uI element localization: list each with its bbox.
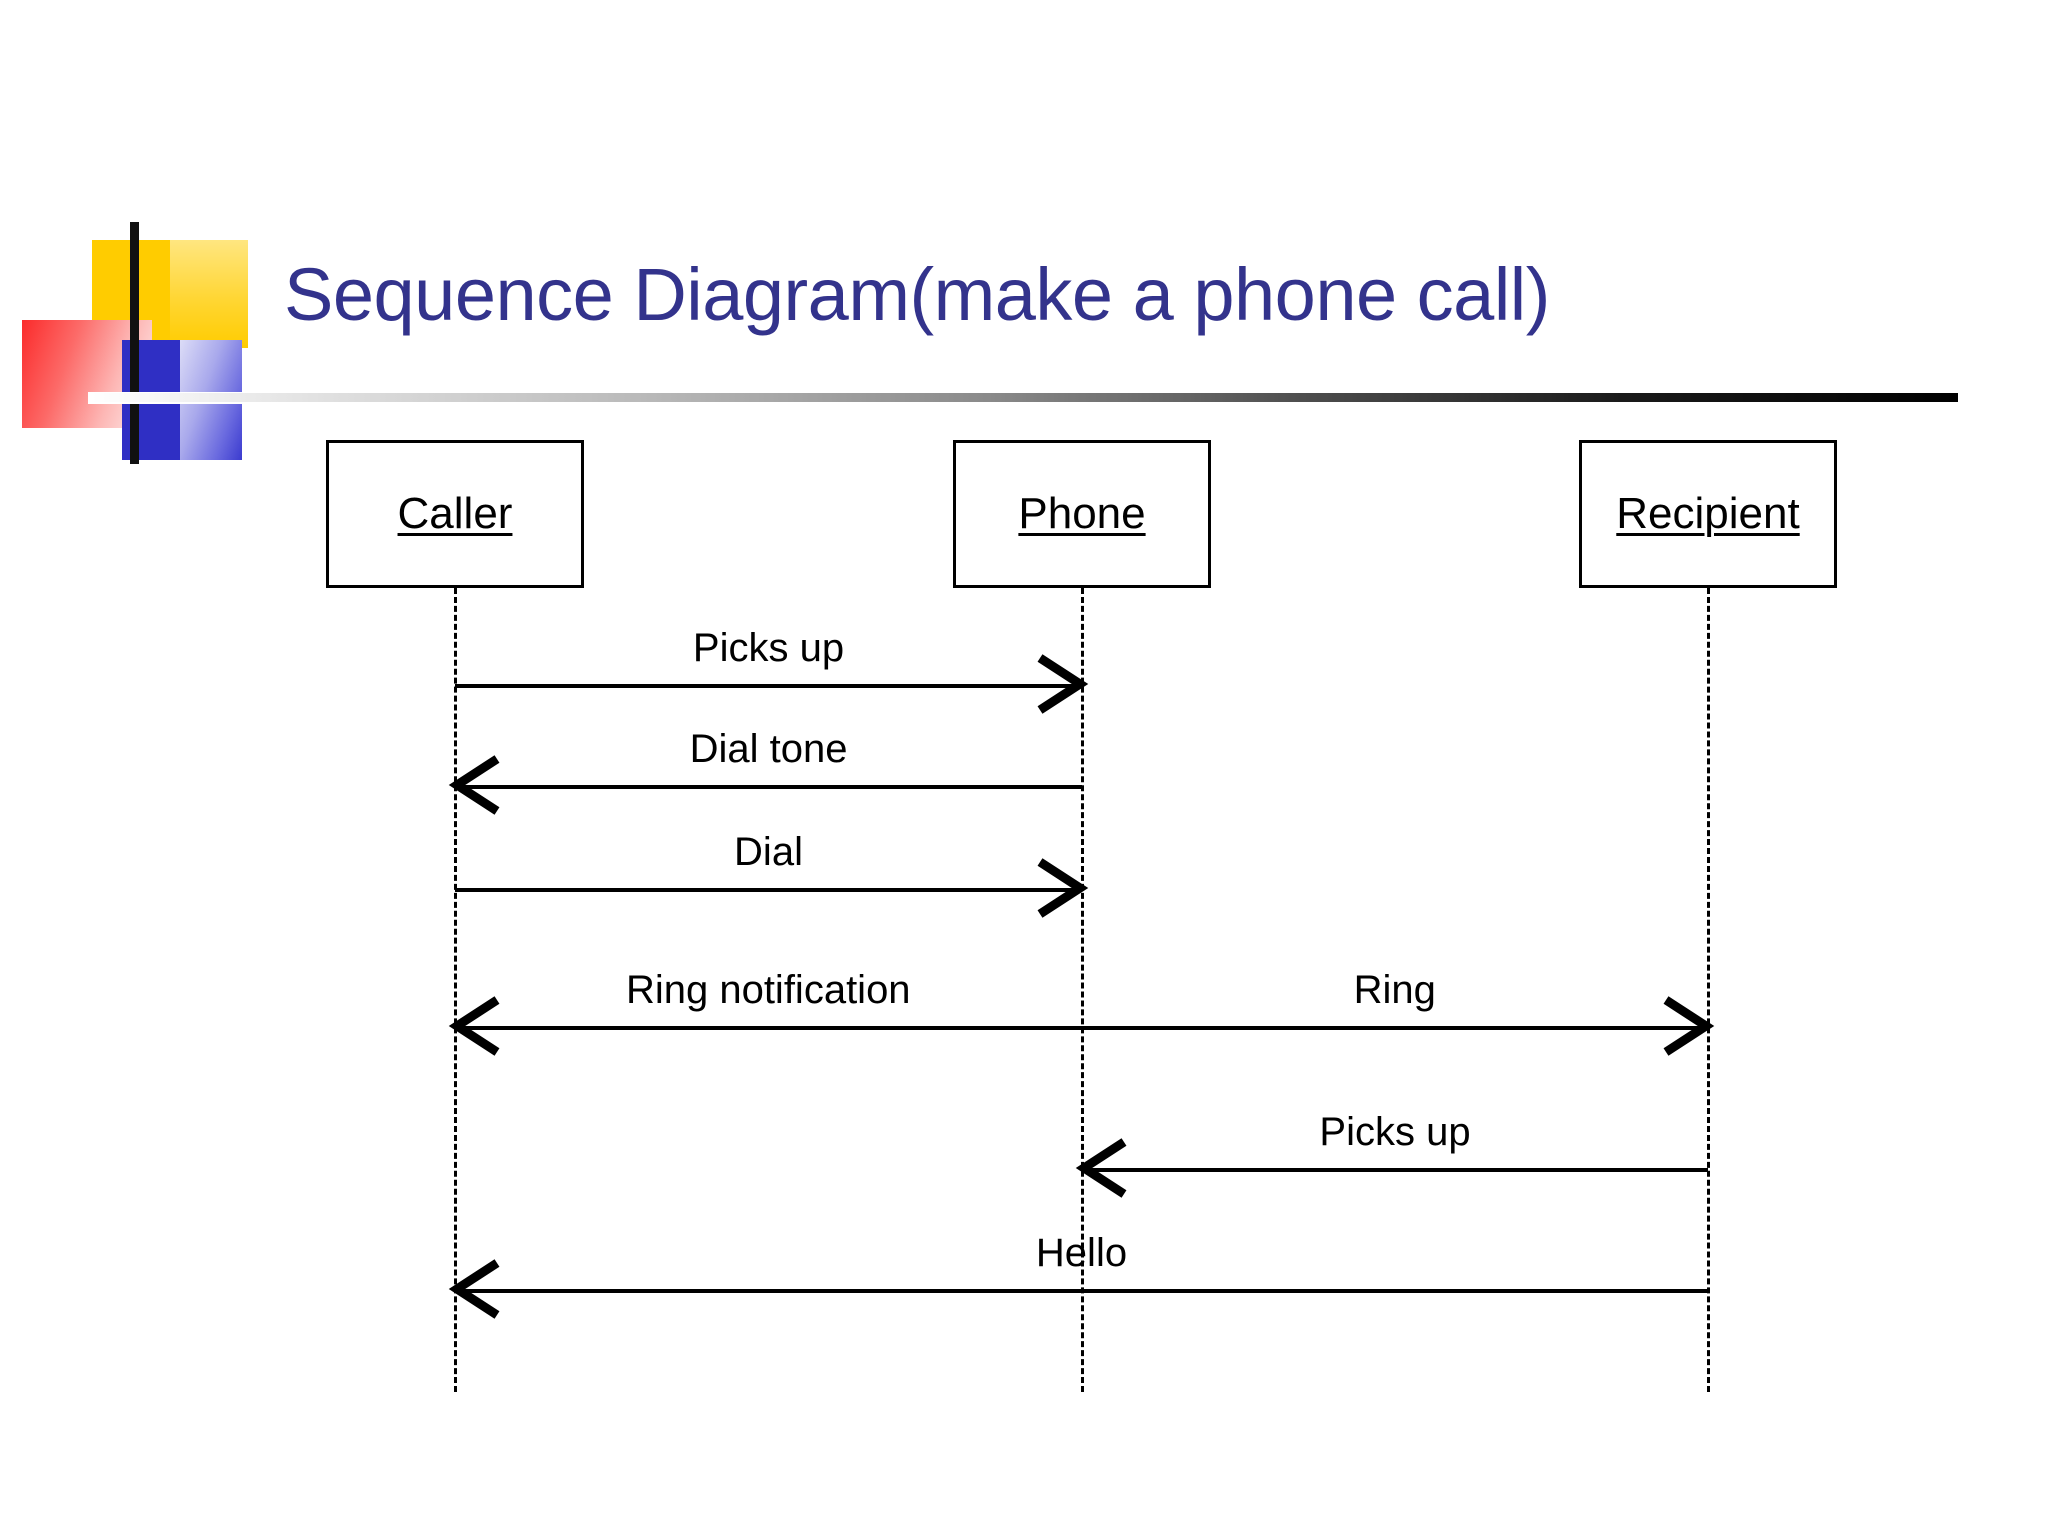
message-label-5: Ring [1353,968,1436,1012]
message-line-6 [1082,1168,1708,1172]
arrowhead-left-icon [448,996,500,1056]
actor-box-caller[interactable]: Caller [326,440,584,588]
lifeline-recipient [1707,588,1710,1392]
black-vertical-bar-icon [130,222,139,464]
actor-label-recipient: Recipient [1616,489,1800,538]
yellow-gradient-square-icon [170,240,248,348]
page-title: Sequence Diagram(make a phone call) [284,253,1550,336]
message-label-4: Ring notification [625,968,911,1012]
actor-label-phone: Phone [1018,489,1146,538]
message-label-1: Picks up [692,626,845,670]
message-label-6: Picks up [1319,1110,1471,1154]
message-label-2: Dial tone [689,727,848,771]
lifeline-phone [1081,588,1084,1392]
message-line-2 [455,785,1082,789]
message-line-3 [455,888,1082,892]
actor-box-recipient[interactable]: Recipient [1579,440,1837,588]
arrowhead-left-icon [1075,1138,1127,1198]
message-label-7: Hello [1035,1231,1128,1275]
message-line-4 [455,1026,1708,1030]
message-line-7 [455,1289,1708,1293]
arrowhead-left-icon [448,1259,500,1319]
message-line-1 [455,684,1082,688]
arrowhead-right-icon [1037,654,1089,714]
actor-box-phone[interactable]: Phone [953,440,1211,588]
lifeline-caller [454,588,457,1392]
title-divider-rule [92,393,1958,402]
arrowhead-left-icon [448,755,500,815]
actor-label-caller: Caller [397,489,513,538]
message-label-3: Dial [734,830,803,874]
arrowhead-right-icon [1663,996,1715,1056]
arrowhead-right-icon [1037,858,1089,918]
